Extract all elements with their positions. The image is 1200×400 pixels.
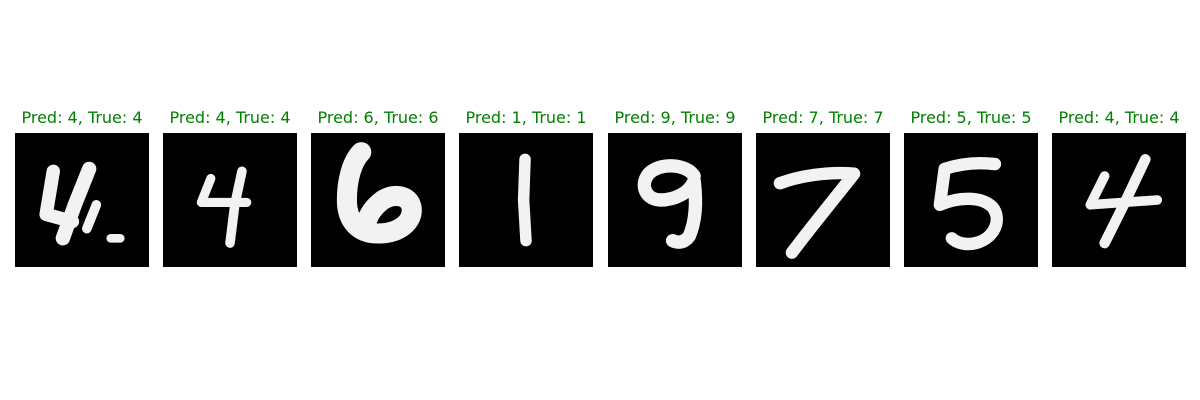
sample-title: Pred: 4, True: 4 (21, 108, 143, 127)
sample-title: Pred: 4, True: 4 (1058, 108, 1180, 127)
digit-image-4 (15, 133, 149, 267)
digit-image-9 (608, 133, 742, 267)
digit-9-glyph (608, 133, 742, 267)
digit-4-glyph (163, 133, 297, 267)
digit-image-4 (1052, 133, 1186, 267)
digit-image-7 (756, 133, 890, 267)
digit-image-6 (311, 133, 445, 267)
digit-image-1 (459, 133, 593, 267)
sample-title: Pred: 9, True: 9 (614, 108, 736, 127)
digit-6-glyph (311, 133, 445, 267)
sample-title: Pred: 1, True: 1 (465, 108, 587, 127)
digit-7-glyph (756, 133, 890, 267)
digit-5-glyph (904, 133, 1038, 267)
digit-image-5 (904, 133, 1038, 267)
digit-1-glyph (459, 133, 593, 267)
digit-4-glyph (1052, 133, 1186, 267)
sample-title: Pred: 4, True: 4 (169, 108, 291, 127)
sample-title: Pred: 7, True: 7 (762, 108, 884, 127)
digit-4-glyph (15, 133, 149, 267)
digit-image-4 (163, 133, 297, 267)
sample-title: Pred: 6, True: 6 (317, 108, 439, 127)
sample-title: Pred: 5, True: 5 (910, 108, 1032, 127)
